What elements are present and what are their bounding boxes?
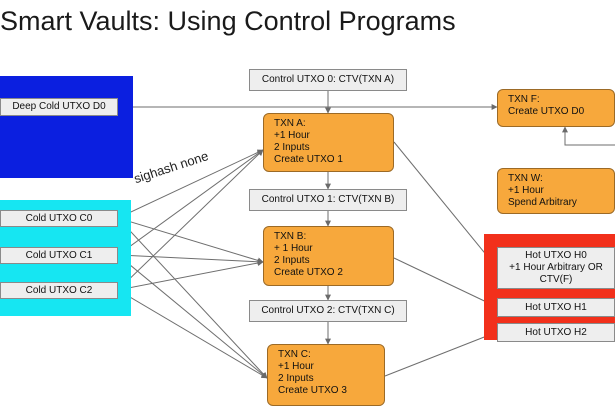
txn-c[interactable]: TXN C: +1 Hour 2 Inputs Create UTXO 3 <box>267 344 385 406</box>
txn-f[interactable]: TXN F: Create UTXO D0 <box>497 89 615 127</box>
edge-cold1-to-txn2 <box>117 254 268 379</box>
edge-cold2-to-txn1 <box>117 260 264 291</box>
control-utxo-2[interactable]: Control UTXO 2: CTV(TXN C) <box>249 300 407 322</box>
diagram-title: Smart Vaults: Using Control Programs <box>0 6 456 36</box>
txn-a[interactable]: TXN A: +1 Hour 2 Inputs Create UTXO 1 <box>263 113 394 172</box>
edge-cold0-to-txn0 <box>117 149 264 219</box>
edge-cold1-to-txn0 <box>117 149 264 256</box>
edge-txn-a-to-hot-h0 <box>393 141 498 269</box>
control-utxo-0[interactable]: Control UTXO 0: CTV(TXN A) <box>249 69 407 91</box>
control-utxo-1[interactable]: Control UTXO 1: CTV(TXN B) <box>249 189 407 211</box>
edge-txn-c-to-hot-h2 <box>384 331 498 377</box>
edge-txn-b-to-hot-h1 <box>393 257 498 308</box>
edge-cold2-to-txn0 <box>117 149 264 291</box>
hot-utxo-h1[interactable]: Hot UTXO H1 <box>497 298 615 317</box>
cold-utxo-c1[interactable]: Cold UTXO C1 <box>0 247 118 264</box>
edge-hot-to-txn-f <box>562 126 615 146</box>
hot-utxo-h2[interactable]: Hot UTXO H2 <box>497 323 615 342</box>
deep-cold-utxo-d0[interactable]: Deep Cold UTXO D0 <box>0 98 118 116</box>
hot-utxo-h0[interactable]: Hot UTXO H0 +1 Hour Arbitrary OR CTV(F) <box>497 247 615 289</box>
edge-cold2-to-txn2 <box>117 289 268 379</box>
edge-cold0-to-txn2 <box>117 217 268 379</box>
cold-utxo-c0[interactable]: Cold UTXO C0 <box>0 210 118 227</box>
edge-cold1-to-txn1 <box>117 254 264 265</box>
txn-w[interactable]: TXN W: +1 Hour Spend Arbitrary <box>497 168 615 214</box>
deep-cold-panel <box>0 76 133 178</box>
txn-b[interactable]: TXN B: + 1 Hour 2 Inputs Create UTXO 2 <box>263 226 394 286</box>
edge-cold0-to-txn1 <box>117 217 264 264</box>
cold-utxo-c2[interactable]: Cold UTXO C2 <box>0 282 118 299</box>
